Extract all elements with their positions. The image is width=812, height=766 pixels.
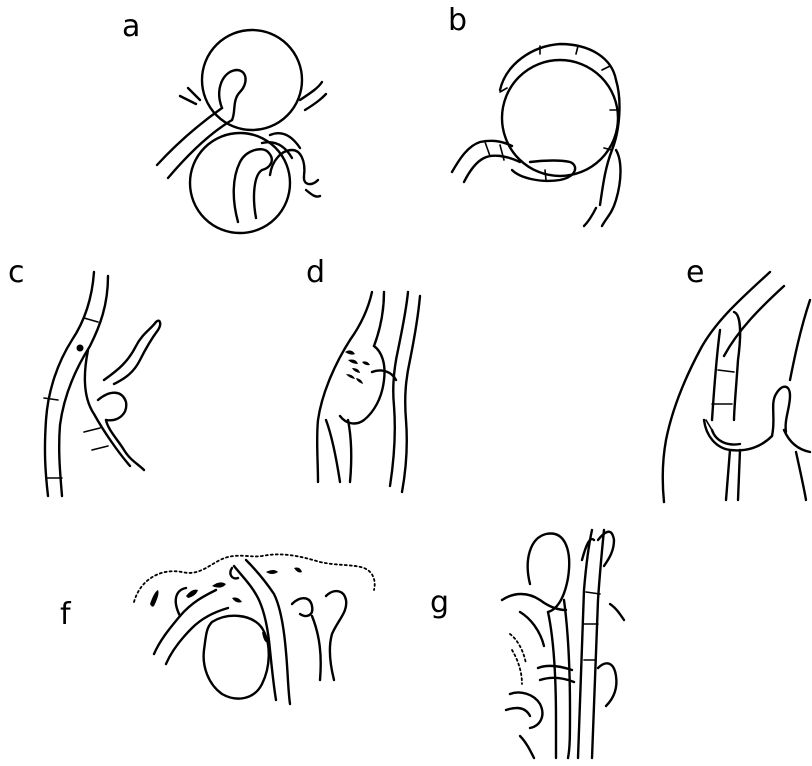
panel-label-g: g xyxy=(430,585,449,620)
panel-g: g xyxy=(430,530,624,758)
panel-b-drawing xyxy=(452,44,621,226)
panel-label-f: f xyxy=(60,597,72,632)
panel-e: e xyxy=(663,255,810,502)
panel-a: a xyxy=(122,9,326,233)
panel-c-drawing xyxy=(44,272,160,496)
panel-label-d: d xyxy=(306,255,325,290)
panel-f: f xyxy=(60,554,375,704)
panel-label-c: c xyxy=(8,255,25,290)
panel-b: b xyxy=(448,3,621,226)
panel-a-drawing xyxy=(157,30,326,233)
panel-f-drawing xyxy=(134,554,375,704)
septal-blobs xyxy=(345,350,370,384)
panel-g-drawing xyxy=(502,530,624,758)
panel-d-drawing xyxy=(317,292,420,492)
panel-e-drawing xyxy=(663,272,810,502)
panel-label-b: b xyxy=(448,3,467,38)
panel-c: c xyxy=(8,255,160,496)
panel-label-e: e xyxy=(686,255,704,290)
panel-d: d xyxy=(306,255,420,492)
panel-label-a: a xyxy=(122,9,140,44)
